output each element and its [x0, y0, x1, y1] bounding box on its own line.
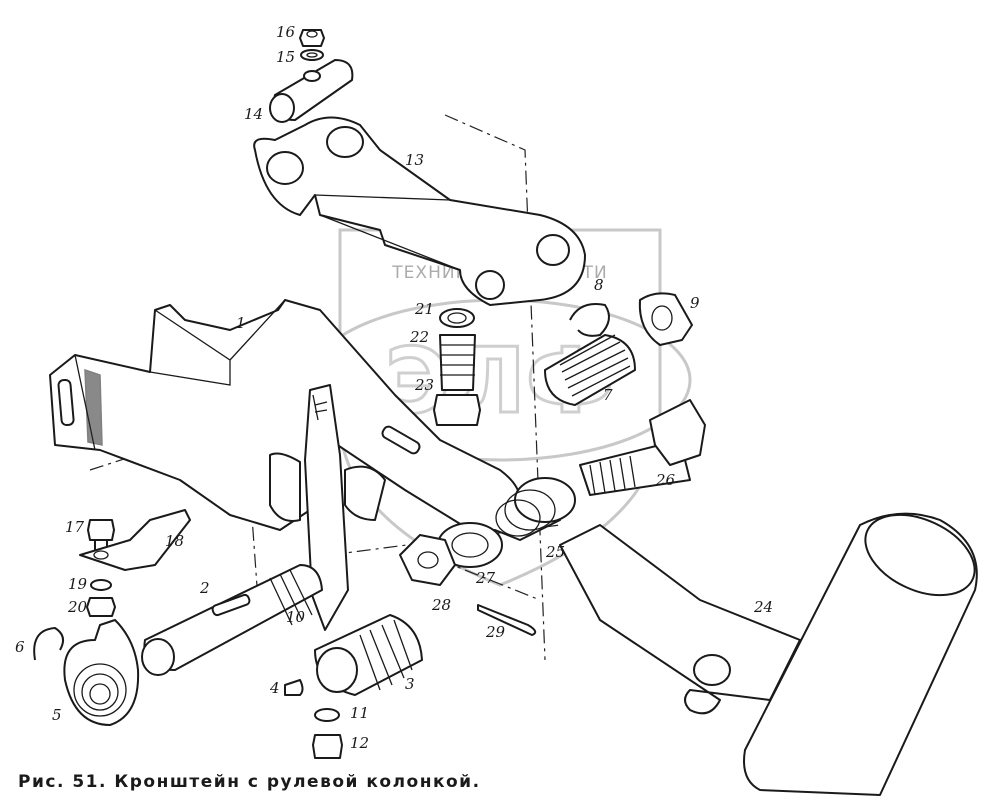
label-10: 10 [286, 608, 306, 626]
label-15: 15 [276, 48, 295, 66]
label-25: 25 [545, 543, 565, 561]
part-11-washer [314, 708, 340, 722]
label-12: 12 [350, 734, 369, 752]
label-18: 18 [165, 532, 184, 550]
part-14-pin [269, 59, 354, 123]
part-13-upper-bracket [253, 116, 586, 306]
part-28-castle-nut [399, 534, 456, 586]
figure-caption: Рис. 51. Кронштейн с рулевой колонкой. [18, 772, 481, 792]
part-27-washer [437, 522, 503, 568]
part-20-nut [86, 597, 116, 617]
part-24-steering-column [559, 512, 978, 796]
label-7: 7 [603, 386, 613, 404]
label-27: 27 [475, 569, 496, 587]
part-4-key [284, 679, 304, 696]
label-20: 20 [67, 598, 88, 616]
label-8: 8 [594, 276, 604, 294]
label-22: 22 [409, 328, 429, 346]
part-18-plate [79, 509, 191, 571]
part-5-coil-spring [63, 619, 140, 726]
part-15-washer [300, 49, 324, 61]
part-10-slider-bracket [269, 384, 386, 631]
part-22-bushing [439, 334, 476, 391]
part-16-nut [299, 29, 325, 47]
part-25-spring [495, 477, 576, 537]
part-6-clip [33, 627, 65, 661]
label-21: 21 [414, 300, 434, 318]
part-8-retaining-ring [569, 303, 610, 337]
label-17: 17 [65, 518, 85, 536]
label-9: 9 [690, 294, 700, 312]
part-29-cotter-pin [477, 604, 537, 636]
label-13: 13 [405, 151, 424, 169]
label-4: 4 [269, 679, 280, 697]
label-6: 6 [15, 638, 25, 656]
label-1: 1 [236, 314, 246, 332]
label-5: 5 [52, 706, 62, 724]
part-7-splined-shaft [544, 334, 636, 406]
label-11: 11 [350, 704, 369, 722]
label-2: 2 [199, 579, 210, 597]
label-23: 23 [414, 376, 434, 394]
label-29: 29 [485, 623, 506, 641]
part-labels: 1 2 3 4 5 6 7 8 9 10 11 12 13 14 15 16 1… [15, 23, 773, 752]
part-26-threaded-bolt [579, 399, 706, 496]
part-2-splined-shaft [141, 564, 323, 676]
part-21-washer [439, 308, 475, 328]
part-19-washer [90, 579, 112, 591]
label-19: 19 [68, 575, 88, 593]
label-16: 16 [276, 23, 296, 41]
label-14: 14 [244, 105, 263, 123]
label-28: 28 [431, 596, 451, 614]
part-9-lock-plate [638, 292, 693, 346]
label-26: 26 [655, 471, 676, 489]
label-3: 3 [405, 675, 415, 693]
part-23-bolt [433, 394, 481, 426]
part-12-nut [312, 734, 343, 759]
part-3-splined-sleeve [314, 614, 423, 696]
label-24: 24 [753, 598, 773, 616]
part-1-main-bracket [49, 299, 561, 541]
